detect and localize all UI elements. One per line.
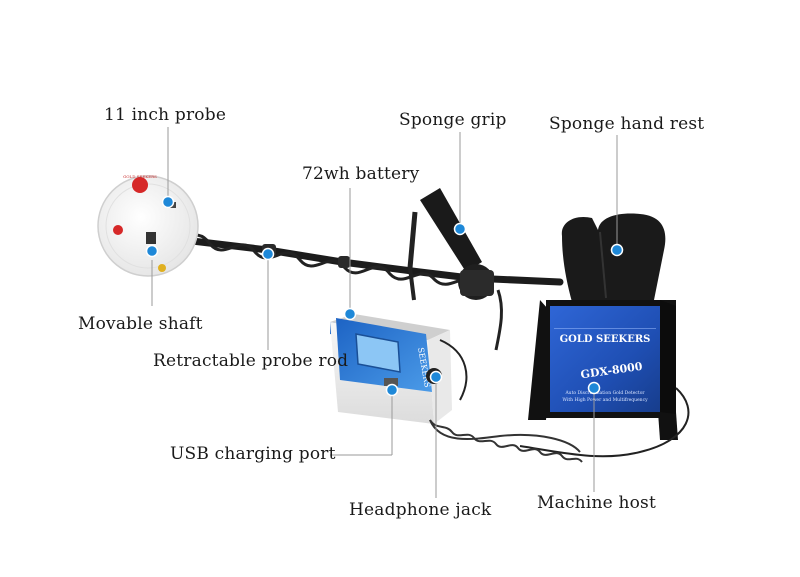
probe-rod (146, 230, 564, 286)
host-brand-text: GOLD SEEKERS (560, 334, 651, 345)
label-probe: 11 inch probe (104, 105, 227, 125)
host-subtitle-1: Auto Discrimination Gold Detector (564, 390, 645, 396)
marker-shaft (145, 244, 159, 258)
marker-battery (343, 307, 357, 321)
marker-host (587, 381, 601, 395)
marker-rod (261, 247, 275, 261)
label-headphone: Headphone jack (349, 500, 492, 520)
probe-brand-text: GOLD SEEKERS (123, 174, 157, 179)
marker-probe (161, 195, 175, 209)
usb-port-shape (384, 378, 398, 386)
label-battery: 72wh battery (302, 164, 420, 184)
machine-host-body: GOLD SEEKERS GDX-8000 Auto Discriminatio… (546, 300, 676, 418)
coiled-cable (429, 419, 583, 463)
marker-usb (385, 383, 399, 397)
hand-rest-shape (561, 213, 666, 302)
probe-coil: GOLD SEEKERS (97, 174, 199, 277)
label-shaft: Movable shaft (78, 314, 203, 334)
label-grip: Sponge grip (399, 110, 507, 130)
host-subtitle-2: With High Power and Multifrequency (562, 397, 648, 403)
label-handrest: Sponge hand rest (549, 114, 705, 134)
marker-handrest (610, 243, 624, 257)
label-host: Machine host (537, 493, 657, 513)
battery-box: SEEKERS (330, 314, 452, 424)
label-usb: USB charging port (170, 444, 336, 464)
leader-lines (151, 127, 618, 498)
markers (145, 195, 624, 397)
marker-grip (453, 222, 467, 236)
marker-headphone (429, 370, 443, 384)
label-rod: Retractable probe rod (153, 351, 349, 371)
sponge-grip-shape (407, 188, 503, 351)
